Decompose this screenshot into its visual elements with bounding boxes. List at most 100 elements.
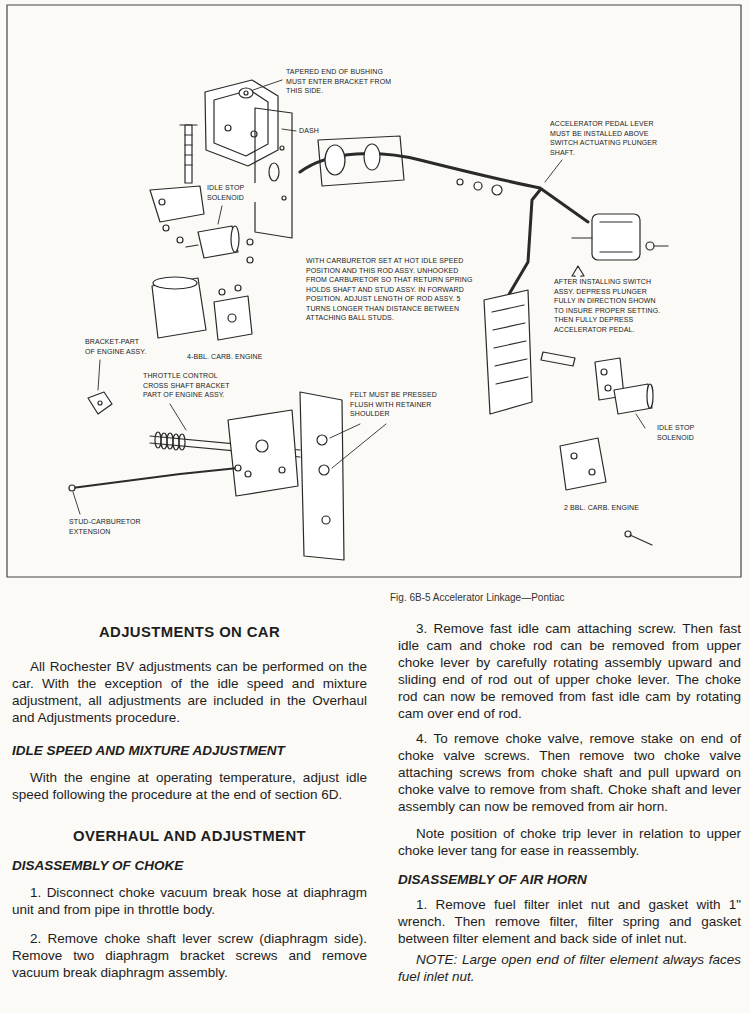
pedal-arm-part <box>492 305 528 384</box>
leader-lines-part <box>253 80 282 90</box>
felt-retainer-bracket-part <box>322 516 330 524</box>
dash-bracket <box>205 80 278 166</box>
felt-retainer-bracket-part <box>300 392 344 560</box>
idle-stop-solenoid-4bbl-part <box>163 225 169 231</box>
note-text: NOTE: Large open end of filter element a… <box>398 951 741 985</box>
felt-retainer-bracket <box>300 392 344 560</box>
dash-panel-part <box>282 196 286 200</box>
idle-stop-solenoid-4bbl-part <box>150 186 204 222</box>
long-bolt <box>180 125 197 183</box>
throttle-cross-shaft <box>150 410 300 496</box>
pedal-arm-part <box>484 290 532 414</box>
pedal-lever-rod-part <box>318 136 404 186</box>
note-paragraph: Note position of choke trip lever in rel… <box>398 825 741 859</box>
text-column: 3. Remove fast idle cam attaching screw.… <box>398 620 741 985</box>
callout-text: TAPERED END OF BUSHING MUST ENTER BRACKE… <box>285 67 399 96</box>
figure-caption: Fig. 6B-5 Accelerator Linkage—Pontiac <box>390 592 565 603</box>
throttle-cross-shaft-part <box>167 433 173 449</box>
carburetor-2bbl-part <box>589 469 595 475</box>
felt-retainer-bracket-part <box>317 435 327 445</box>
leader-lines-part <box>545 160 562 182</box>
switch-assembly <box>572 214 668 286</box>
dash-bracket-part <box>205 80 278 166</box>
figure-frame <box>7 5 741 577</box>
carburetor-4bbl-part <box>152 278 206 338</box>
text-column: ADJUSTMENTS ON CAR All Rochester BV adjus… <box>12 623 367 981</box>
callout-text: BRACKET-PART OF ENGINE ASSY. <box>84 337 152 356</box>
throttle-cross-shaft-part <box>173 434 179 450</box>
pedal-lever-rod-part <box>457 179 463 185</box>
dash-panel <box>255 108 292 238</box>
leader-lines-part <box>170 404 186 430</box>
carburetor-2bbl <box>560 438 652 545</box>
idle-stop-solenoid-2bbl-part <box>601 369 607 375</box>
carburetor-4bbl <box>152 277 252 340</box>
callout-text: FELT MUST BE PRESSED FLUSH WITH RETAINER… <box>349 390 453 419</box>
step-paragraph: 4. To remove choke valve, remove stake o… <box>398 730 741 815</box>
step-paragraph: 3. Remove fast idle cam attaching screw.… <box>398 620 741 722</box>
subheading: IDLE SPEED AND MIXTURE ADJUSTMENT <box>12 742 367 759</box>
callout-text: 4-BBL. CARB. ENGINE <box>186 352 288 362</box>
dash-bracket-part <box>239 88 253 98</box>
carburetor-2bbl-part <box>560 438 606 490</box>
carburetor-2bbl-part <box>630 535 652 545</box>
idle-stop-solenoid-4bbl-part <box>231 226 239 252</box>
pedal-lever-rod-part <box>364 144 380 170</box>
leader-lines-part <box>73 492 80 514</box>
callout-text: 2 BBL. CARB. ENGINE <box>563 503 675 513</box>
idle-stop-solenoid-4bbl-part <box>177 237 183 243</box>
callout-text: DASH <box>298 126 330 136</box>
carburetor-extension-rod-part <box>69 485 75 491</box>
line-art <box>7 5 741 577</box>
carburetor-2bbl-part <box>625 531 631 537</box>
pedal-lever-rod-part <box>325 145 345 175</box>
throttle-cross-shaft-part <box>279 467 285 473</box>
carburetor-4bbl-part <box>228 314 236 322</box>
pedal-lever-rod <box>300 136 588 222</box>
switch-assembly-part <box>592 214 640 260</box>
throttle-cross-shaft-part <box>161 433 167 449</box>
idle-stop-solenoid-4bbl-part <box>247 257 253 263</box>
callout-text: AFTER INSTALLING SWITCH ASSY. DEPRESS PL… <box>553 277 667 334</box>
dash-panel-part <box>269 163 279 181</box>
carburetor-4bbl-part <box>219 289 225 295</box>
carburetor-extension-rod-part <box>72 468 238 488</box>
idle-stop-solenoid-2bbl-part <box>605 385 611 391</box>
idle-stop-solenoid-2bbl-part <box>541 352 575 366</box>
callout-text: THROTTLE CONTROL CROSS SHAFT BRACKET PAR… <box>142 371 242 400</box>
engine-bracket-knob-part <box>88 392 112 414</box>
carburetor-extension-rod-part <box>235 465 241 471</box>
carburetor-4bbl-part <box>235 285 241 291</box>
throttle-cross-shaft-part <box>256 440 268 452</box>
dash-bracket-part <box>214 90 268 156</box>
dash-bracket-part <box>225 125 231 131</box>
switch-assembly-part <box>572 237 592 238</box>
long-bolt-part <box>185 125 192 183</box>
carburetor-extension-rod <box>69 465 241 491</box>
throttle-cross-shaft-part <box>155 432 161 448</box>
switch-assembly-part <box>600 222 632 252</box>
step-paragraph: 2. Remove choke shaft lever screw (diaph… <box>12 930 367 981</box>
body-paragraph: With the engine at operating temperature… <box>12 769 367 803</box>
long-bolt-part <box>180 124 197 125</box>
pedal-lever-rod-part <box>474 182 482 190</box>
idle-stop-solenoid-4bbl-part <box>186 245 198 247</box>
idle-stop-solenoid-4bbl-part <box>198 226 238 258</box>
engine-bracket-knob <box>88 392 112 414</box>
callout-text: STUD-CARBURETOR EXTENSION <box>68 517 165 536</box>
engine-bracket-knob-part <box>98 401 102 405</box>
throttle-cross-shaft-part <box>228 410 298 496</box>
step-paragraph: 1. Disconnect choke vacuum break hose at… <box>12 884 367 918</box>
carburetor-4bbl-part <box>214 296 252 340</box>
callout-text: WITH CARBURETOR SET AT HOT IDLE SPEED PO… <box>305 256 479 323</box>
callout-text: ACCELERATOR PEDAL LEVER MUST BE INSTALLE… <box>549 119 671 157</box>
carburetor-2bbl-part <box>571 453 577 459</box>
callout-text: IDLE STOP SOLENOID <box>206 183 258 202</box>
callout-text: IDLE STOP SOLENOID <box>656 423 708 442</box>
body-paragraph: All Rochester BV adjustments can be perf… <box>12 658 367 726</box>
pedal-lever-rod-part <box>492 185 502 195</box>
section-heading: ADJUSTMENTS ON CAR <box>12 623 367 642</box>
dash-panel-part <box>280 146 284 150</box>
idle-stop-solenoid-2bbl-part <box>614 384 652 414</box>
